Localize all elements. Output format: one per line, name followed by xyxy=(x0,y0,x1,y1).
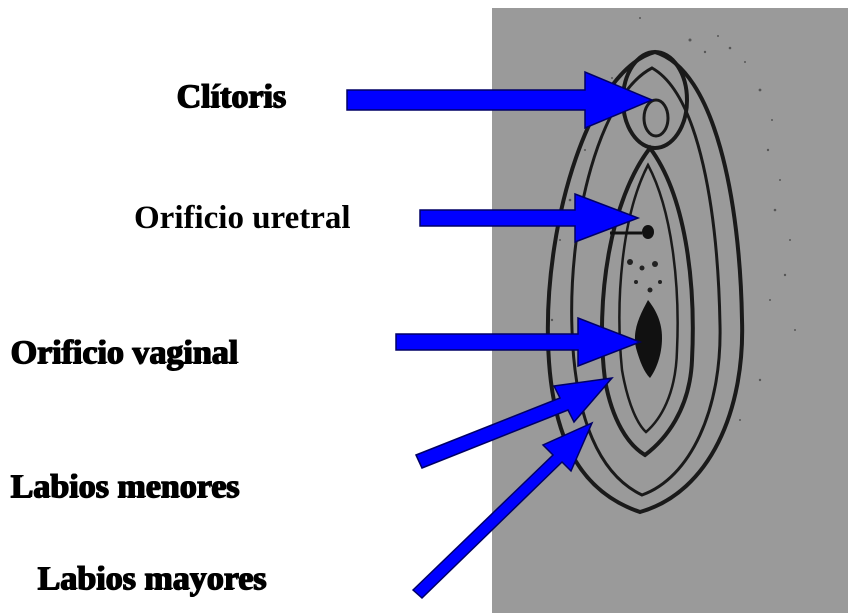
urethral-orifice-mark xyxy=(642,225,654,239)
label-labios-mayores: Labios mayores xyxy=(37,560,266,598)
label-orificio-uretral: Orificio uretral xyxy=(134,200,351,237)
label-labios-menores: Labios menores xyxy=(10,468,239,506)
label-clitoris: Clítoris xyxy=(176,78,286,116)
label-orificio-vaginal: Orificio vaginal xyxy=(10,334,238,372)
